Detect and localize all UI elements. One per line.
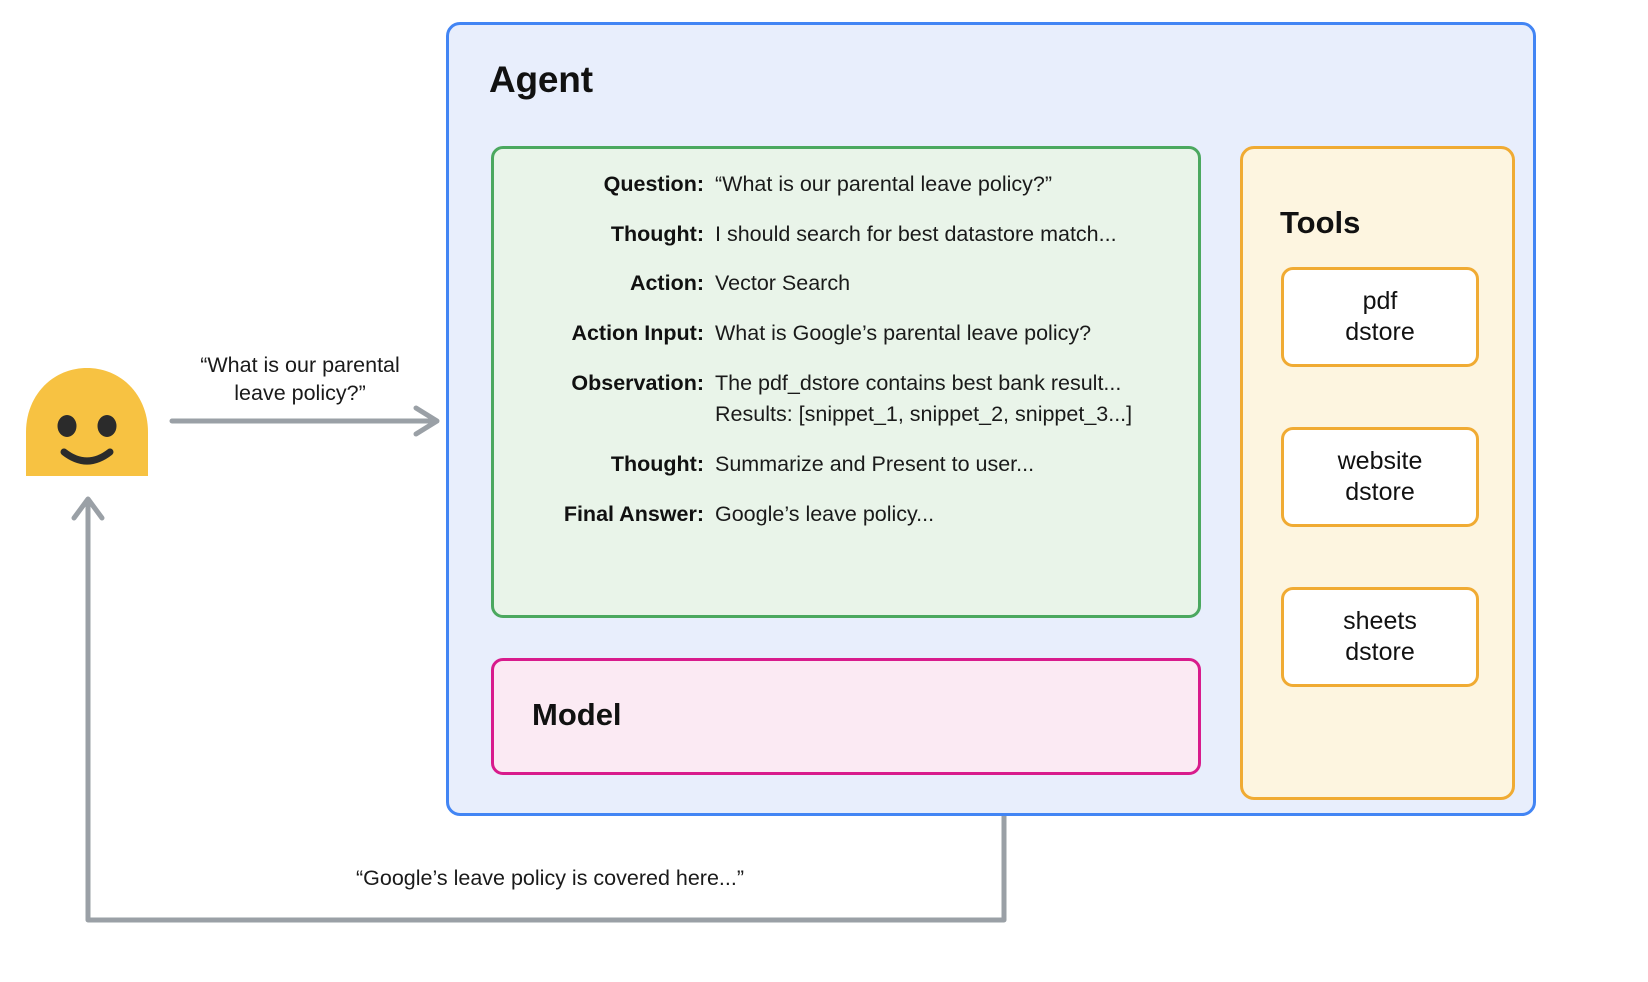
avatar-eye-right [97,415,117,437]
react-row: Final Answer: Google’s leave policy... [494,501,1198,551]
tool-card-line-2: dstore [1345,638,1415,666]
react-row: Thought: I should search for best datast… [494,221,1198,271]
react-row-label: Final Answer: [563,501,704,526]
model-title: Model [532,697,622,732]
user-question-line-2: leave policy?” [234,380,366,405]
react-row: Action Input: What is Google’s parental … [494,320,1198,370]
react-trace-rows: Question: “What is our parental leave po… [494,171,1198,550]
react-row-value: “What is our parental leave policy?” [715,171,1198,221]
tools-panel: Tools pdf dstore website dstore sheets d… [1240,146,1515,800]
tool-card-line-2: dstore [1345,318,1415,346]
react-trace-panel: Question: “What is our parental leave po… [491,146,1201,618]
tools-title: Tools [1280,205,1361,240]
react-row-value-text: “What is our parental leave policy?” [715,172,1052,196]
react-row: Thought: Summarize and Present to user..… [494,451,1198,501]
tool-card-pdf-dstore[interactable]: pdf dstore [1281,267,1479,367]
react-row-value: What is Google’s parental leave policy? [715,320,1198,370]
react-row-label: Action: [629,271,704,296]
tool-card-line-2: dstore [1345,478,1415,506]
react-row-value: Google’s leave policy... [715,501,1198,551]
agent-container: Agent Question: “What is our parental le… [446,22,1536,816]
react-trace-table: Question: “What is our parental leave po… [494,171,1198,550]
react-row-value: Summarize and Present to user... [715,451,1198,501]
user-question-label: “What is our parental leave policy?” [168,352,432,408]
react-row-label: Action Input: [571,320,704,345]
react-row-label: Question: [603,172,704,196]
react-row-value-text: Google’s leave policy... [715,501,935,526]
tool-card-line-1: pdf [1362,286,1398,315]
agent-title: Agent [489,59,593,100]
react-row-label: Observation: [571,370,704,395]
tool-card-sheets-dstore[interactable]: sheets dstore [1281,587,1479,687]
react-row: Action: Vector Search [494,270,1198,320]
react-row: Observation: The pdf_dstore contains bes… [494,370,1198,451]
react-row-value-text: Summarize and Present to user... [715,451,1035,476]
model-panel: Model [491,658,1201,775]
react-row-label: Thought: [610,221,704,246]
react-row-value: I should search for best datastore match… [715,221,1198,271]
avatar-smile [60,448,114,465]
agent-answer-label: “Google’s leave policy is covered here..… [356,866,744,890]
react-row-value-text: The pdf_dstore contains best bank result… [715,370,1122,395]
react-row-value-subtext: Results: [snippet_1, snippet_2, snippet_… [715,402,1133,427]
react-row-value-text: What is Google’s parental leave policy? [715,320,1092,345]
react-row: Question: “What is our parental leave po… [494,171,1198,221]
user-question-line-1: “What is our parental [200,353,400,377]
react-row-value: The pdf_dstore contains best bank result… [715,370,1198,451]
user-avatar [26,368,148,476]
tool-card-website-dstore[interactable]: website dstore [1281,427,1479,527]
react-row-value-text: I should search for best datastore match… [715,221,1117,246]
tool-card-line-1: sheets [1343,606,1417,635]
react-row-value: Vector Search [715,270,1198,320]
react-row-label: Thought: [610,451,704,476]
tool-card-line-1: website [1337,446,1423,475]
avatar-eye-left [57,415,77,437]
tool-card-text: sheets dstore [1343,606,1417,669]
question-arrow [169,405,440,437]
tool-card-text: website dstore [1338,446,1423,509]
react-row-value-text: Vector Search [715,271,851,296]
tool-card-text: pdf dstore [1345,286,1414,349]
